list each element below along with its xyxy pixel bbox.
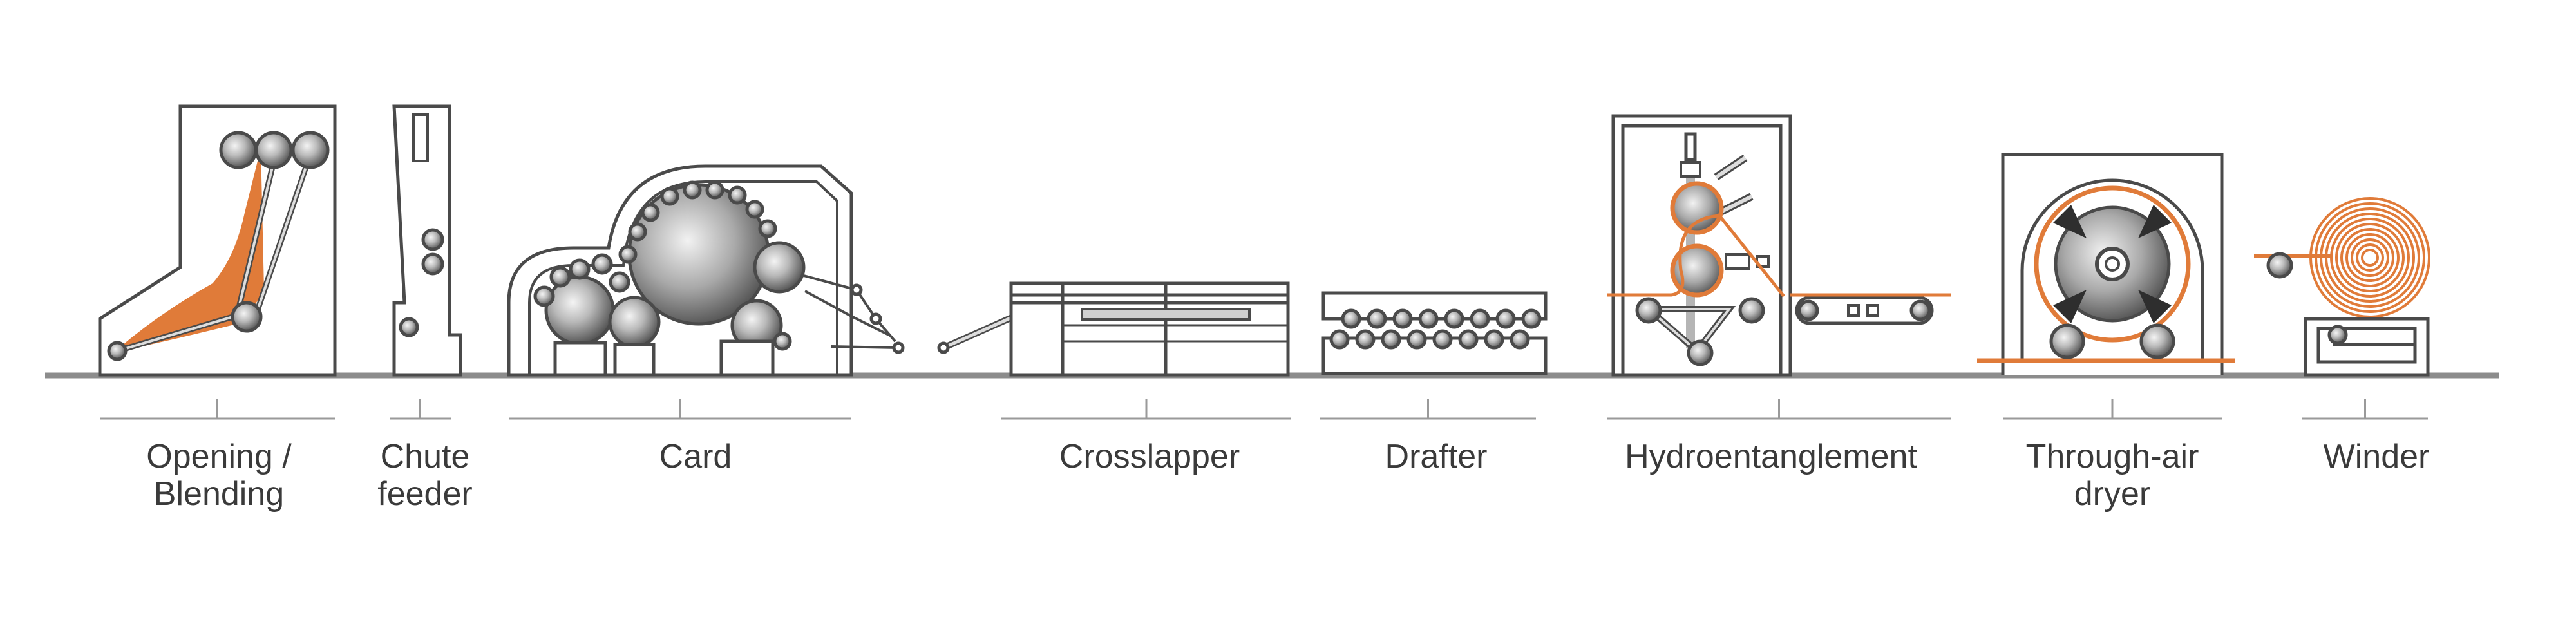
roll-wrap xyxy=(2340,228,2400,287)
airflow-arrow-icon xyxy=(2138,290,2172,323)
label-opening-blending: Opening / Blending xyxy=(146,438,292,513)
roll xyxy=(399,317,419,337)
card-machine xyxy=(507,164,905,377)
roll-wrap xyxy=(2335,223,2405,292)
label-hydroentanglement: Hydroentanglement xyxy=(1625,438,1917,475)
label-winder: Winder xyxy=(2323,438,2430,475)
chute-feeder-machine xyxy=(392,104,462,377)
label-crosslapper: Crosslapper xyxy=(1059,438,1240,475)
label-chute-feeder: Chute feeder xyxy=(377,438,473,513)
drafter-roll xyxy=(1355,329,1376,350)
station-brackets xyxy=(100,399,2428,420)
roll xyxy=(219,131,258,169)
drum xyxy=(1670,181,1724,235)
through-air-dryer-machine xyxy=(1977,153,2235,375)
drafter-roll xyxy=(1418,308,1439,329)
drafter-roll xyxy=(1406,329,1427,350)
opening-blending-machine xyxy=(98,104,337,377)
drafter-roll xyxy=(1458,329,1479,350)
roll-wrap xyxy=(2345,233,2394,282)
label-through-air-dryer: Through-air dryer xyxy=(2025,438,2199,513)
drafter-roll xyxy=(1392,308,1413,329)
label-drafter: Drafter xyxy=(1385,438,1488,475)
drafter-roll xyxy=(1367,308,1387,329)
cylinder xyxy=(608,296,661,348)
roll-wrap xyxy=(2351,238,2389,277)
drum xyxy=(1670,243,1724,298)
roll-wrap xyxy=(2361,249,2379,267)
label-card: Card xyxy=(659,438,732,475)
cylinder xyxy=(544,275,615,346)
cylinder xyxy=(753,241,806,294)
winder-machine xyxy=(2254,196,2431,377)
drafter-roll xyxy=(1381,329,1401,350)
hydroentanglement-machine xyxy=(1607,114,1951,377)
airflow-arrow-icon xyxy=(2053,290,2087,323)
drafter-roll xyxy=(1341,308,1361,329)
roll xyxy=(291,131,330,169)
drafter-machine xyxy=(1321,291,1548,375)
drafter-roll xyxy=(1329,329,1350,350)
drafter-roll xyxy=(1444,308,1464,329)
airflow-arrow-icon xyxy=(2053,205,2087,238)
drafter-roll xyxy=(1432,329,1453,350)
drafter-roll xyxy=(1521,308,1542,329)
drafter-roll xyxy=(1470,308,1490,329)
roll xyxy=(421,252,444,276)
drafter-roll xyxy=(1484,329,1504,350)
roll xyxy=(421,228,444,251)
airflow-arrow-icon xyxy=(2138,205,2172,238)
roll xyxy=(231,301,263,333)
roll xyxy=(254,131,293,169)
roll xyxy=(107,341,128,361)
drafter-roll xyxy=(1495,308,1516,329)
roll-wrap xyxy=(2356,243,2384,272)
crosslapper-machine xyxy=(937,281,1290,377)
fiber-mass xyxy=(119,148,264,351)
drafter-roll xyxy=(1510,329,1530,350)
